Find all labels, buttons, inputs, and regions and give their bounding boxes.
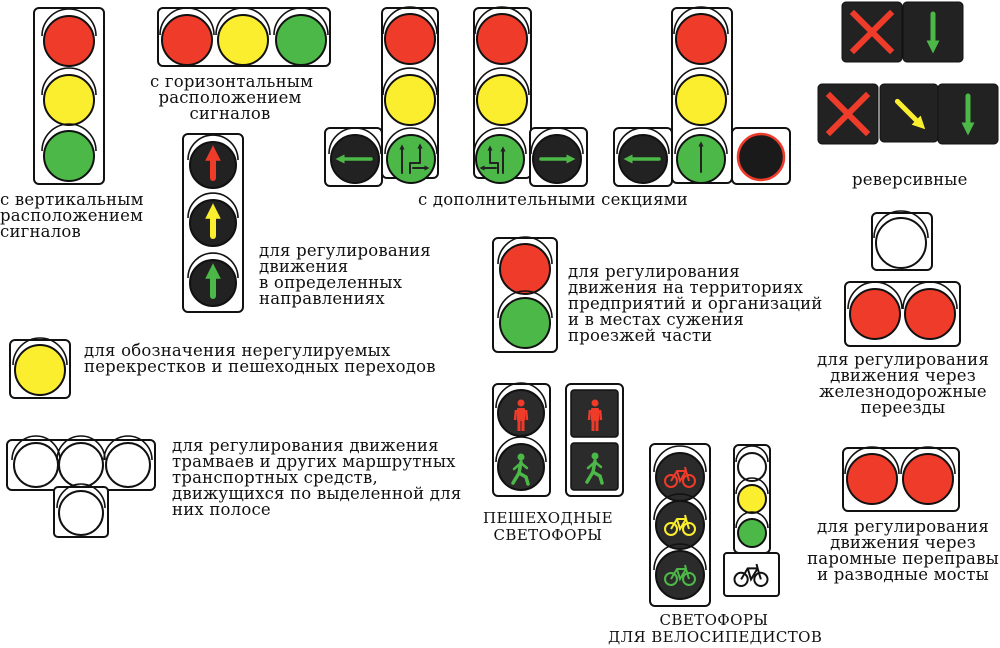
red-signal	[474, 6, 530, 65]
red-signal	[382, 6, 438, 65]
yellow-signal	[41, 67, 97, 126]
bicycle-green-signal	[653, 543, 707, 600]
right-arrow-section	[530, 127, 584, 184]
bicycle-yellow-signal	[653, 493, 707, 550]
caption-additional-sections: с дополнительными секциями	[418, 190, 688, 209]
red-signal	[159, 7, 215, 66]
caption-enterprises: для регулирования движения на территория…	[568, 262, 823, 345]
yellow-signal	[382, 67, 438, 126]
yellow-signal	[673, 67, 729, 126]
caption-reversible: реверсивные	[852, 170, 968, 189]
off-section	[736, 132, 786, 182]
white-signal	[103, 435, 153, 488]
left-arrow-section	[616, 127, 670, 184]
caption-directions: для регулирования движения в определенны…	[259, 241, 431, 308]
green-signal	[497, 290, 553, 349]
caption-pedestrian: ПЕШЕХОДНЫЕ СВЕТОФОРЫ	[482, 509, 614, 544]
green-signal	[273, 7, 329, 66]
green-signal	[735, 511, 769, 548]
pedestrian-go-signal	[570, 442, 619, 491]
red-signal	[900, 446, 956, 505]
yellow-signal	[215, 7, 271, 66]
green-multi-arrow-section	[384, 127, 438, 184]
arrow-section	[187, 192, 239, 247]
pedestrian-stop-signal	[570, 389, 619, 438]
white-signal	[873, 210, 929, 269]
green-down-arrow-signal	[937, 83, 999, 145]
white-signal	[56, 483, 106, 536]
bicycle-red-signal	[653, 445, 707, 502]
caption-unregulated: для обозначения нерегулируемых перекрест…	[84, 341, 436, 376]
red-signal	[41, 8, 97, 67]
red-signal	[844, 446, 900, 505]
bicycle-sign-plate	[723, 552, 780, 597]
pedestrian-go-signal	[495, 436, 547, 491]
yellow-diagonal-arrow-signal	[879, 83, 939, 143]
green-multi-arrow-section	[473, 127, 527, 184]
red-signal	[847, 281, 903, 340]
pedestrian-stop-signal	[495, 382, 547, 437]
left-arrow-section	[328, 127, 382, 184]
caption-trams: для регулирования движения трамваев и др…	[172, 436, 462, 519]
caption-railway: для регулирования движения через железно…	[817, 350, 989, 417]
arrow-section	[187, 134, 239, 189]
white-signal	[56, 435, 106, 488]
arrow-section	[187, 252, 239, 307]
yellow-signal	[12, 337, 68, 396]
red-signal	[673, 6, 729, 65]
yellow-signal	[474, 67, 530, 126]
red-signal	[497, 236, 553, 295]
white-signal	[11, 435, 61, 488]
red-cross-signal	[841, 1, 903, 63]
red-cross-signal	[817, 83, 879, 145]
caption-vertical: с вертикальным расположением сигналов	[0, 190, 144, 241]
white-signal	[735, 445, 769, 482]
yellow-signal	[735, 477, 769, 514]
bicycle-icon	[733, 563, 769, 588]
green-up-arrow-section	[674, 127, 728, 184]
green-down-arrow-signal	[902, 1, 964, 63]
caption-horizontal: с горизонтальным расположением сигналов	[150, 72, 314, 123]
green-signal	[41, 123, 97, 182]
caption-cyclists: СВЕТОФОРЫ ДЛЯ ВЕЛОСИПЕДИСТОВ	[608, 611, 823, 646]
red-signal	[902, 281, 958, 340]
caption-ferries: для регулирования движения через паромны…	[807, 517, 999, 584]
